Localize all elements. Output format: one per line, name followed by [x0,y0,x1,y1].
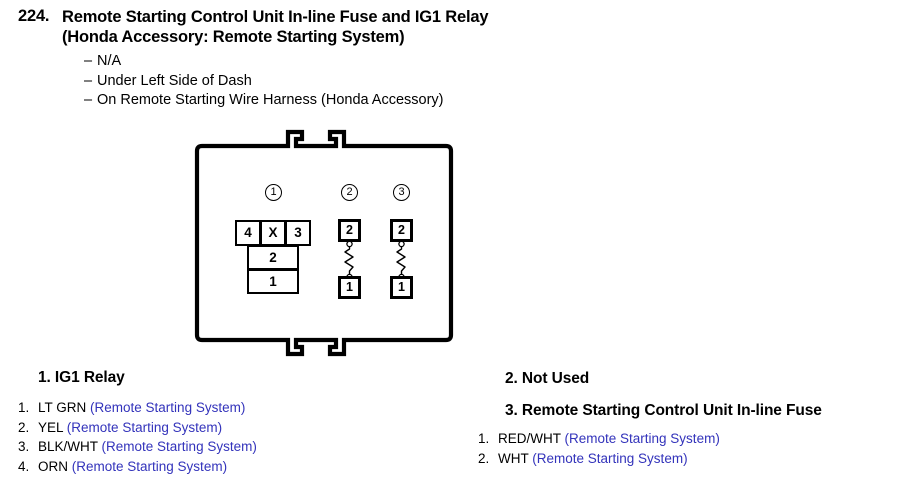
legend-row: 1. RED/WHT (Remote Starting System) [478,429,720,449]
relay-pin-3: 3 [285,220,311,246]
relay-pin-2: 2 [247,245,299,270]
legend-system-note: (Remote Starting System) [90,400,246,415]
dash-icon: – [84,92,93,108]
location-bullet-text: N/A [97,53,122,69]
title-line-secondary: (Honda Accessory: Remote Starting System… [62,28,405,46]
circle-marker-3: 3 [393,184,410,201]
legend-wire-color: BLK/WHT [38,439,98,455]
legend-wire-color: ORN [38,458,68,474]
legend-wire-color: RED/WHT [498,431,561,446]
legend-row: 2. WHT (Remote Starting System) [478,449,720,469]
page-title: Remote Starting Control Unit In-line Fus… [62,7,822,47]
dash-icon: – [84,53,93,69]
relay-pin-1: 1 [247,269,299,294]
legend-row: 2. YEL (Remote Starting System) [18,418,257,438]
fuse-2-terminal-1: 1 [338,276,361,299]
legend-system-note: (Remote Starting System) [71,458,228,474]
fuse-3-terminal-1: 1 [390,276,413,299]
location-bullet-item: –Under Left Side of Dash [84,72,444,92]
legend-system-note: (Remote Starting System) [564,431,720,446]
legend-system-note: (Remote Starting System) [66,419,223,435]
legend-list-ig1-relay: 1. LT GRN (Remote Starting System) 2. YEL … [18,398,257,476]
location-bullet-list: –N/A –Under Left Side of Dash –On Remote… [84,52,444,111]
legend-heading-inline-fuse: 3. Remote Starting Control Unit In-line … [505,402,822,419]
location-bullet-item: –N/A [84,52,444,72]
legend-index: 2. [18,419,30,435]
legend-row: 4. ORN (Remote Starting System) [18,457,257,477]
item-number: 224. [18,7,50,25]
legend-system-note: (Remote Starting System) [101,439,257,455]
legend-list-inline-fuse: 1. RED/WHT (Remote Starting System) 2. WHT… [478,429,720,468]
dash-icon: – [84,72,93,89]
legend-wire-color: LT GRN [38,400,87,415]
legend-wire-color: YEL [38,419,64,435]
location-bullet-text: Under Left Side of Dash [97,72,252,89]
circle-marker-2: 2 [341,184,358,201]
legend-row: 1. LT GRN (Remote Starting System) [18,398,257,418]
circle-marker-1: 1 [265,184,282,201]
relay-pin-4: 4 [235,220,261,246]
legend-wire-color: WHT [498,450,529,466]
legend-index: 2. [478,450,490,466]
legend-row: 3. BLK/WHT (Remote Starting System) [18,437,257,457]
location-bullet-item: –On Remote Starting Wire Harness (Honda … [84,91,444,111]
legend-heading-not-used: 2. Not Used [505,370,590,387]
legend-index: 3. [18,439,30,455]
legend-heading-ig1-relay: 1. IG1 Relay [38,369,125,386]
legend-index: 1. [478,431,490,446]
location-bullet-text: On Remote Starting Wire Harness (Honda A… [97,92,444,108]
fuse-2-terminal-2: 2 [338,219,361,242]
connector-diagram: 1 2 3 4 X 3 2 1 2 1 2 1 [180,126,476,360]
legend-index: 4. [18,458,30,474]
legend-system-note: (Remote Starting System) [532,450,688,466]
legend-index: 1. [18,400,30,415]
title-line-primary: Remote Starting Control Unit In-line Fus… [62,8,489,26]
connector-outline [194,129,454,357]
fuse-3-terminal-2: 2 [390,219,413,242]
relay-pin-x: X [260,220,286,246]
